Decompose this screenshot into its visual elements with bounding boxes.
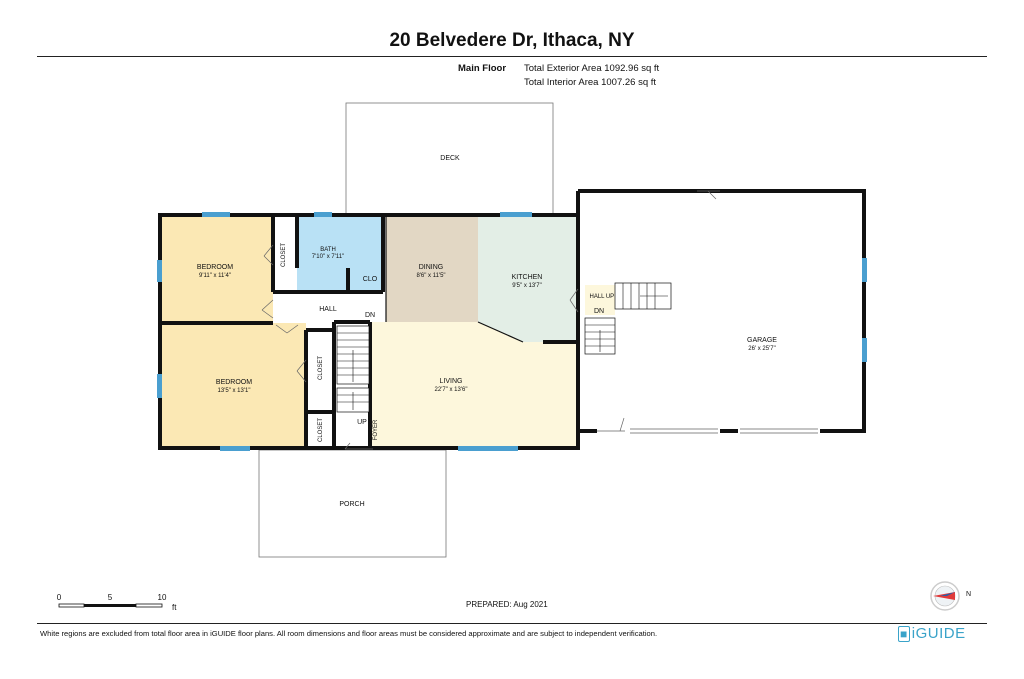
hall-dn-label: DN [365,312,375,319]
bath-label: BATH [320,247,336,253]
living-label: LIVING [440,378,463,385]
living-fill [370,322,578,448]
brand-icon: ■ [898,626,910,642]
bedroom1-label: BEDROOM [197,264,233,271]
header-divider [37,56,987,57]
garage-hall-label: HALL [589,294,605,300]
porch-label: PORCH [339,501,364,508]
garage-label: GARAGE [747,337,777,344]
scale-tick-10: 10 [158,593,167,602]
floor-name: Main Floor [458,63,507,74]
deck-label: DECK [440,155,460,162]
closet1-label: CLOSET [281,243,287,267]
footer-disclaimer: White regions are excluded from total fl… [40,629,658,638]
kitchen-dims: 9'5" x 13'7" [512,283,542,289]
garage-dn-label: DN [594,308,604,315]
footer-divider [37,623,987,624]
compass-icon: N [930,581,971,611]
plan-title: 20 Belvedere Dr, Ithaca, NY [389,30,635,51]
garage-dims: 26' x 25'7" [748,346,775,352]
dining-dims: 8'6" x 11'5" [416,273,445,279]
dining-label: DINING [419,264,444,271]
kitchen-fill [478,215,578,342]
kitchen-label: KITCHEN [512,274,543,281]
hall-label: HALL [319,306,337,313]
garage-outer-wall [578,189,866,433]
up-label: UP [357,419,367,426]
foyer-label: FOYER [373,419,379,440]
brand-logo: ■iGUIDE [898,625,966,642]
garage-up-label: UP [606,294,614,300]
dining-fill [386,215,478,322]
closet3-label: CLOSET [318,418,324,442]
scale-bar: 0 5 10 ft [57,593,177,612]
living-dims: 22'7" x 13'6" [435,387,468,393]
scale-tick-0: 0 [57,593,62,602]
scale-unit: ft [172,603,177,612]
prepared-date: PREPARED: Aug 2021 [466,600,548,609]
bedroom1-dims: 9'11" x 11'4" [199,273,231,279]
interior-area: Total Interior Area 1007.26 sq ft [524,77,657,88]
clo-label: CLO [363,276,378,283]
bedroom2-fill [160,323,306,448]
bedroom2-label: BEDROOM [216,379,252,386]
scale-tick-5: 5 [108,593,113,602]
closet2-label: CLOSET [318,356,324,380]
bedroom2-dims: 13'5" x 13'1" [218,388,251,394]
bedroom1-fill [160,215,273,323]
garage-hall-fill [585,285,615,315]
bath-fill [297,215,383,291]
exterior-area: Total Exterior Area 1092.96 sq ft [524,63,660,74]
compass-north-label: N [966,591,971,598]
bath-dims: 7'10" x 7'11" [312,254,344,260]
